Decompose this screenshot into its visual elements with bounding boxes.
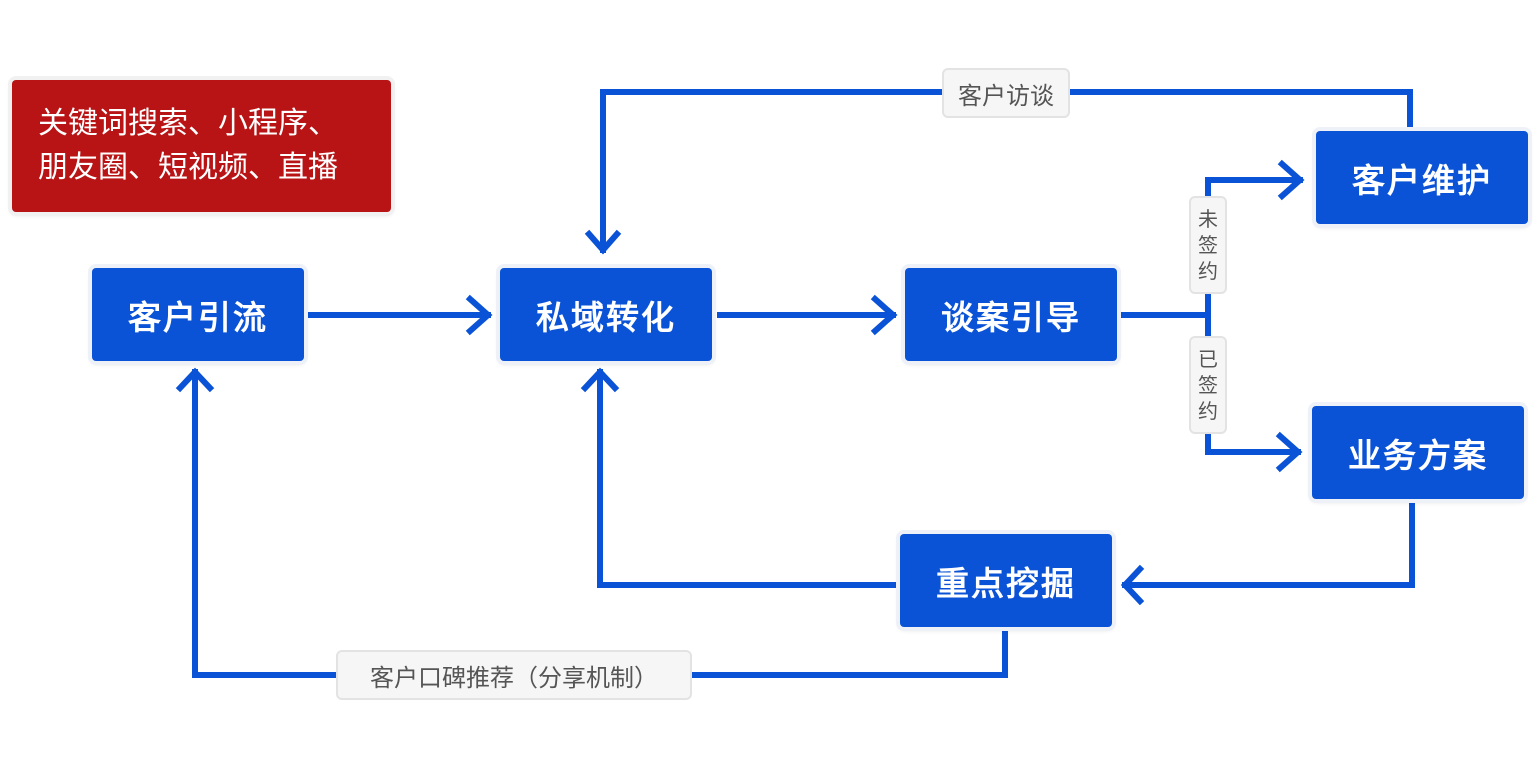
label-unsigned: 未签约 <box>1189 196 1227 294</box>
arrow-plan-to-mining <box>1122 503 1415 588</box>
node-customer-maintenance: 客户维护 <box>1316 131 1528 224</box>
arrow-mining-to-conversion <box>597 369 896 588</box>
node-case-negotiation: 谈案引导 <box>905 268 1117 361</box>
traffic-sources-note: 关键词搜索、小程序、朋友圈、短视频、直播 <box>12 80 391 212</box>
label-signed: 已签约 <box>1189 336 1227 434</box>
node-private-conversion: 私域转化 <box>500 268 712 361</box>
node-customer-acquisition: 客户引流 <box>92 268 304 361</box>
node-key-mining: 重点挖掘 <box>900 534 1112 627</box>
node-business-plan: 业务方案 <box>1312 406 1524 499</box>
label-customer-interview: 客户访谈 <box>942 68 1070 118</box>
label-referral: 客户口碑推荐（分享机制） <box>336 650 692 700</box>
